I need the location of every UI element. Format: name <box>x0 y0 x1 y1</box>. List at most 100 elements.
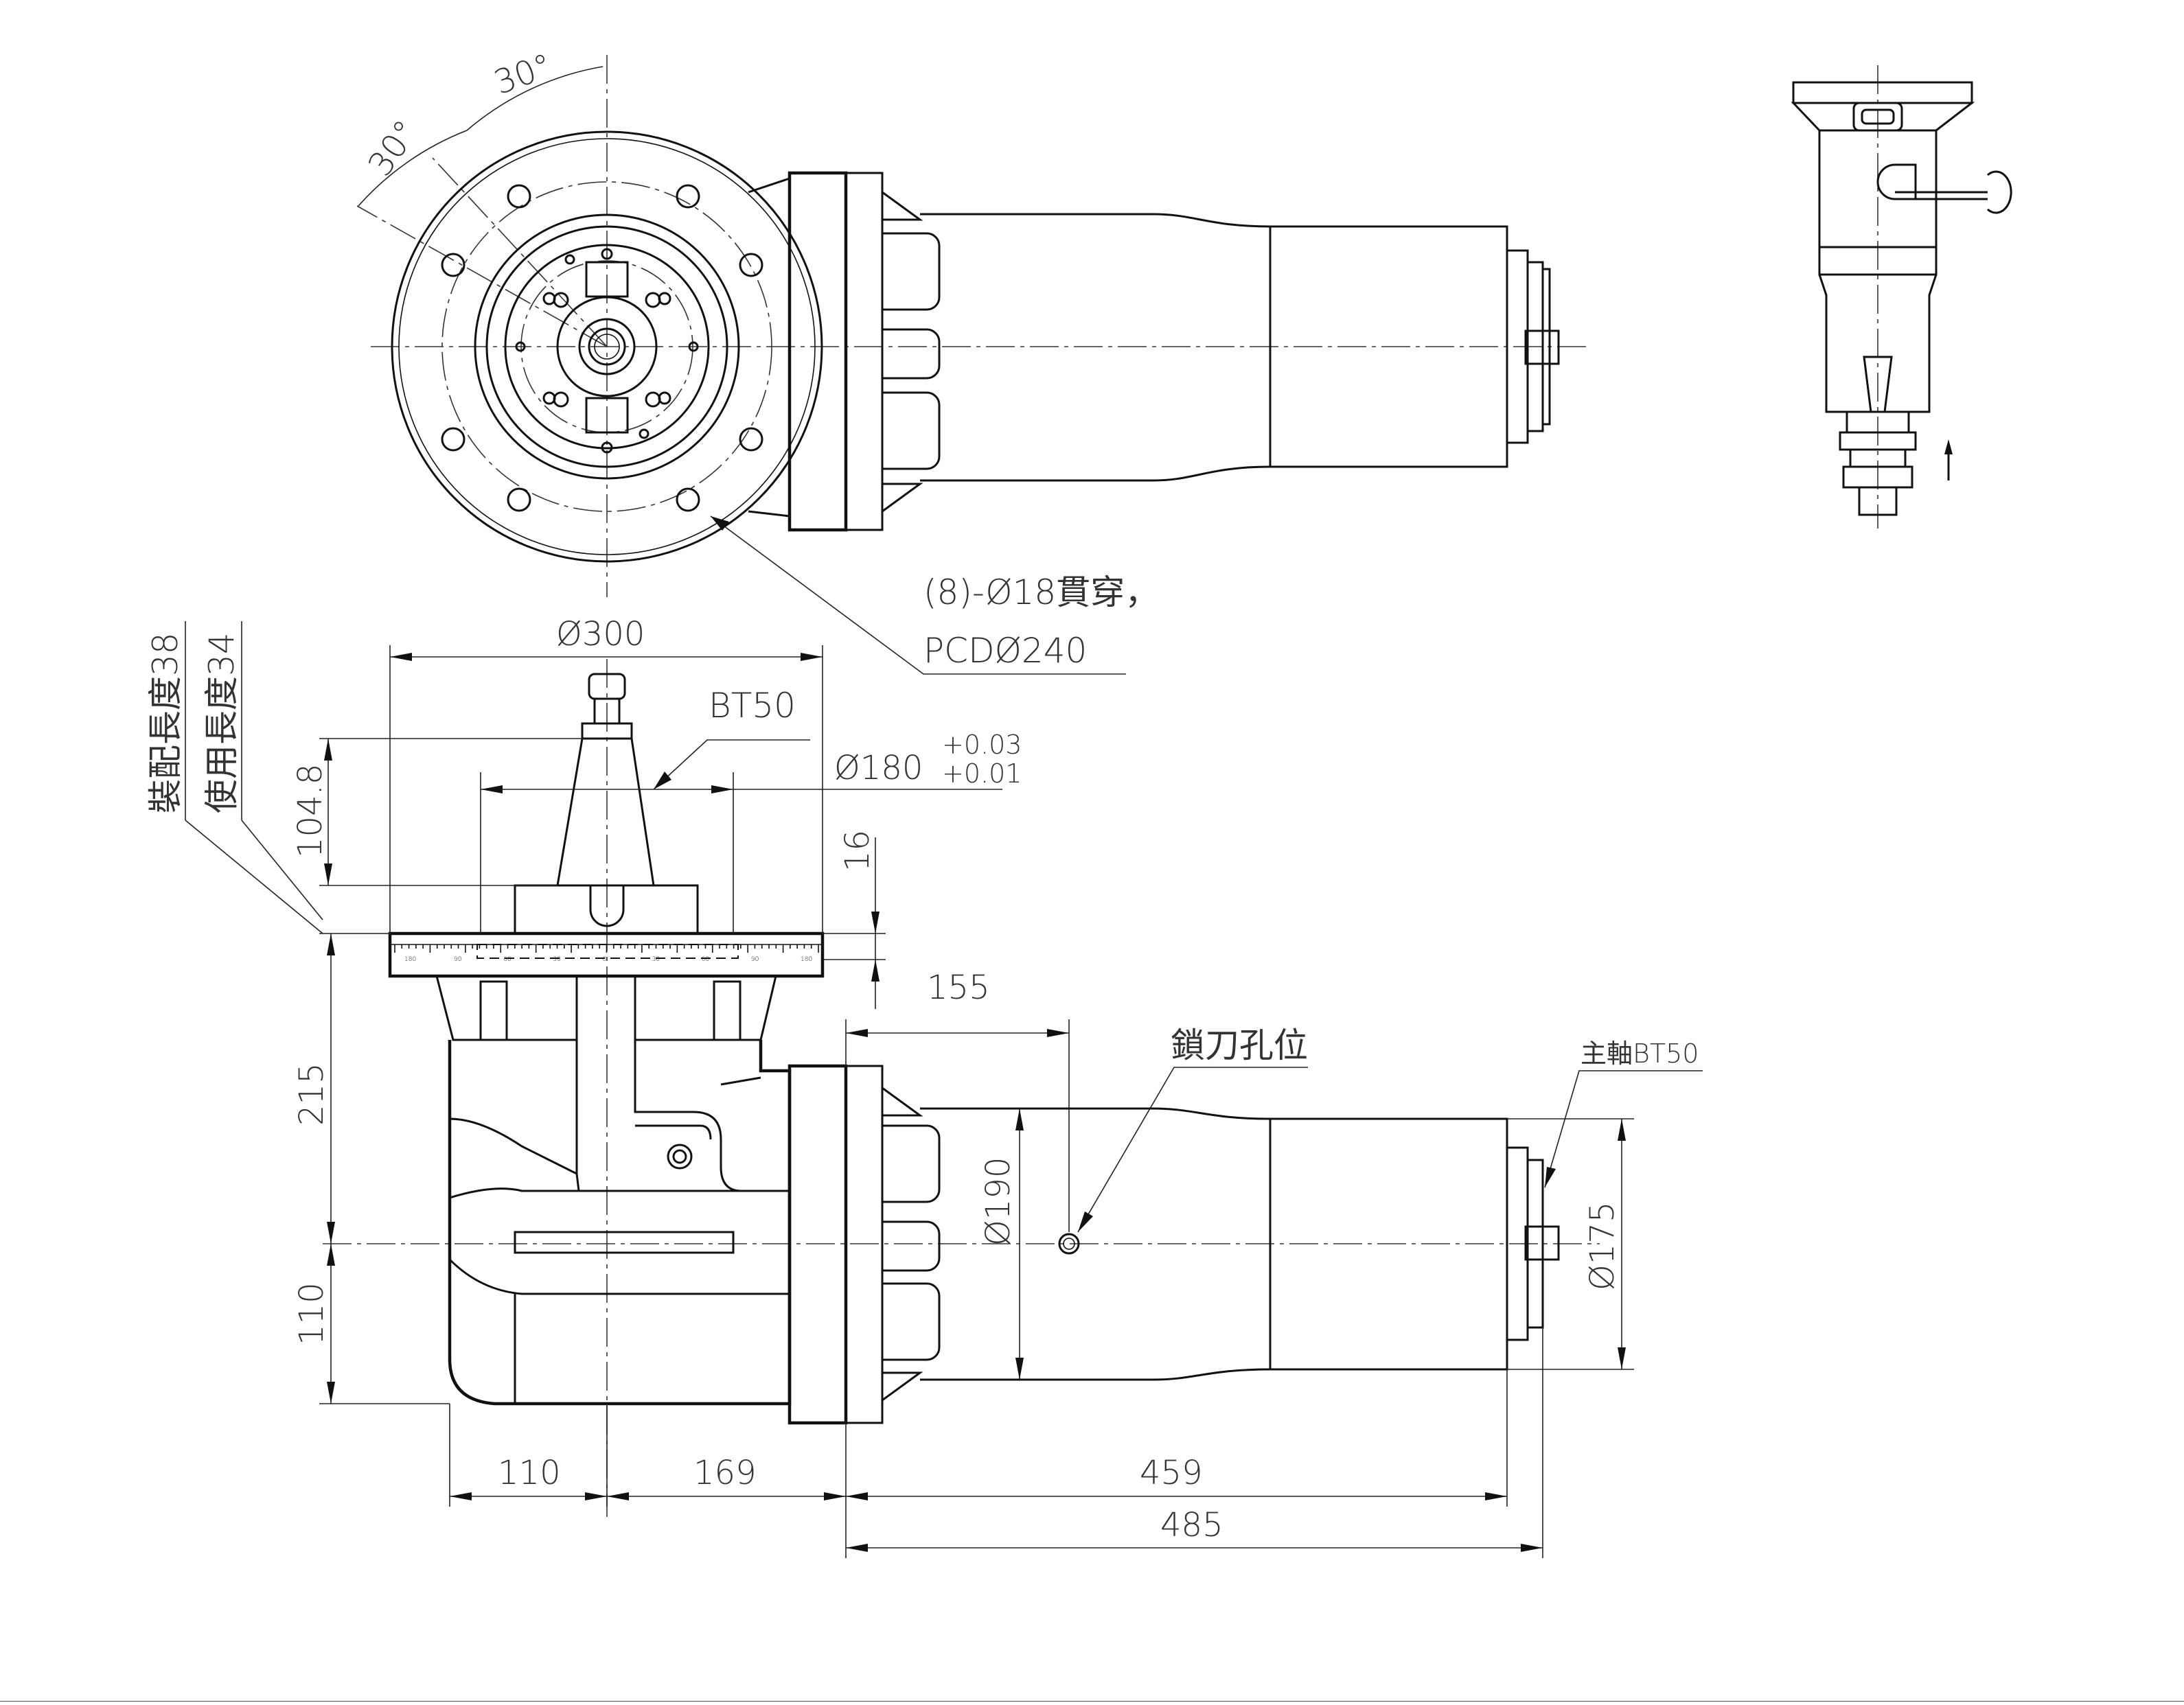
pcd-note: PCDØ240 <box>923 631 1087 671</box>
dim-bore-dia: Ø180 <box>834 749 923 787</box>
spindle-core-circle <box>594 334 620 360</box>
body-lower-sweep <box>449 1187 790 1199</box>
right-pocket <box>713 980 742 1041</box>
cylinder-housing <box>920 213 1508 482</box>
inner-boss-step-circle <box>485 225 728 468</box>
pocket-1 <box>882 232 941 311</box>
lock-hole-leader <box>1077 1067 1308 1233</box>
pcd-circle <box>441 181 772 512</box>
screw-hole <box>645 391 661 408</box>
plug-hole-inner <box>672 1149 687 1164</box>
label-assembly-length: 裝配長度38 <box>146 632 185 813</box>
arrow <box>585 1492 607 1500</box>
shoulder-chamfer <box>720 1076 761 1086</box>
arrow <box>327 1222 335 1244</box>
drive-key-bottom <box>585 397 629 434</box>
scale-tick-label: 180 <box>404 956 416 963</box>
gusset-lower <box>882 483 923 513</box>
arrow <box>324 863 332 885</box>
scale-tick-label: 90 <box>751 956 759 963</box>
front-pocket-1 <box>882 1124 941 1203</box>
right-web-inner <box>635 1124 712 1140</box>
front-spindle-shank <box>1526 1159 1544 1329</box>
arrow <box>846 1029 868 1037</box>
scale-tick-label: 30 <box>652 956 660 963</box>
plug-hole-outer <box>667 1144 693 1170</box>
screw-hole <box>553 292 569 308</box>
scale-tick-label: 90 <box>454 956 461 963</box>
arrow <box>1078 1211 1093 1232</box>
lock-hole-inner <box>1063 1238 1075 1250</box>
label-bt50: BT50 <box>709 686 796 726</box>
arrow <box>1618 1347 1626 1369</box>
screw-hole <box>645 292 661 308</box>
arrow <box>846 1544 868 1552</box>
drive-tenon <box>1524 329 1560 365</box>
top-view: 30° 30° (8)-Ø18貫穿， PCDØ240 <box>356 46 1586 675</box>
arrow <box>327 1244 335 1266</box>
body-inner-curve <box>449 1117 577 1175</box>
arrow <box>801 653 823 661</box>
left-pocket <box>479 980 508 1041</box>
left-web <box>575 1036 580 1192</box>
through-hole <box>739 253 763 277</box>
left-bell <box>435 975 578 1041</box>
lock-hole <box>1058 1233 1080 1255</box>
angle-arc-2 <box>466 66 604 131</box>
arrow <box>481 785 503 793</box>
side-flange <box>788 171 848 532</box>
main-body-outline <box>448 1040 792 1406</box>
angle-label-2: 30° <box>489 46 557 102</box>
spindle-bore-circle <box>578 318 636 375</box>
holes-note: (8)-Ø18貫穿， <box>923 572 1159 612</box>
arrow <box>1047 1029 1069 1037</box>
through-hole <box>676 487 700 512</box>
screw-hole <box>601 248 613 260</box>
front-pocket-2 <box>882 1220 941 1272</box>
body-tangent-top <box>748 177 790 194</box>
screw-hole <box>564 254 575 265</box>
angle-label-1: 30° <box>361 113 426 183</box>
screw-hole <box>542 292 556 305</box>
arrow <box>654 772 671 789</box>
side-clamp-slot <box>1861 108 1895 125</box>
scale-tick-label: 60 <box>702 956 709 963</box>
pocket-2 <box>882 328 941 380</box>
arrow <box>1521 1544 1543 1552</box>
dim-len-459: 459 <box>1140 1454 1203 1492</box>
dim-body-height: 215 <box>292 1063 331 1126</box>
spindle-leader <box>1544 1070 1703 1188</box>
scale-tick-label: 0 <box>603 956 607 963</box>
arrow <box>1015 1109 1024 1130</box>
inner-screw-holes <box>515 248 699 454</box>
arrow <box>871 960 880 982</box>
front-gusset-upper <box>882 1087 923 1117</box>
bt50-leader <box>653 739 810 790</box>
screw-hole <box>688 341 699 352</box>
bt50-taper <box>556 737 655 887</box>
horizontal-slot <box>514 1231 735 1254</box>
gusset-upper <box>882 191 923 221</box>
side-nose-tip <box>1858 486 1898 516</box>
side-arrow-head <box>1944 439 1953 454</box>
through-holes <box>441 184 763 512</box>
dim-len-110: 110 <box>498 1454 561 1492</box>
screw-hole <box>658 391 671 405</box>
flange-outer-circle <box>391 130 823 563</box>
label-usage-length: 使用長度34 <box>202 632 242 813</box>
side-view <box>1791 65 2012 529</box>
body-lower-sweep-2 <box>448 1258 790 1295</box>
label-lock-hole: 鎖刀孔位 <box>1171 1025 1308 1065</box>
angle-arc-1 <box>358 130 468 207</box>
arrow <box>1618 1119 1626 1141</box>
inner-boss-circle <box>474 213 740 480</box>
dim-len-485: 485 <box>1160 1506 1223 1544</box>
front-side-flange-back <box>844 1065 884 1424</box>
through-hole <box>441 253 465 277</box>
through-hole <box>739 427 763 452</box>
side-flange-back <box>844 172 884 531</box>
arrow <box>824 1492 846 1500</box>
screw-hole <box>658 292 671 305</box>
arrow <box>390 653 412 661</box>
arrow <box>846 1492 868 1500</box>
